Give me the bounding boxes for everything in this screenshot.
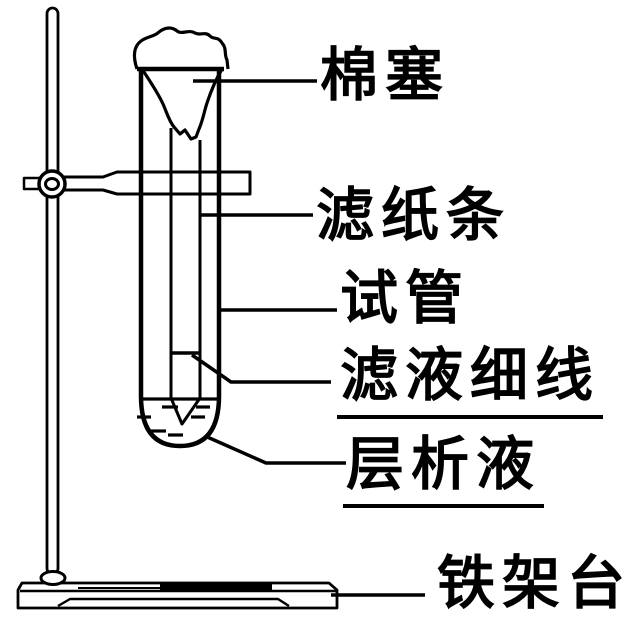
clamp-knob-shape <box>22 169 67 199</box>
filtrate-line-label: 滤液细线 <box>337 345 604 419</box>
pole-foot-shape <box>39 570 67 586</box>
cotton-plug-label: 棉塞 <box>320 43 451 108</box>
clamp-arm-shape <box>60 170 252 196</box>
leader-lines <box>191 79 425 597</box>
stand-base-shape <box>16 581 339 610</box>
developing-solvent-label: 层析液 <box>343 434 545 508</box>
test-tube-label: 试管 <box>340 266 471 331</box>
solvent-liquid-shape <box>137 397 217 437</box>
stand-pole-shape <box>45 6 60 576</box>
test-tube-shape <box>137 66 224 449</box>
iron-stand-label: 铁架台 <box>437 551 633 616</box>
filtrate-line-leader-line <box>191 353 331 384</box>
solvent-leader-line <box>204 434 346 465</box>
filter-paper-strip-label: 滤纸条 <box>316 183 512 248</box>
cotton-plug-shape <box>132 26 230 141</box>
